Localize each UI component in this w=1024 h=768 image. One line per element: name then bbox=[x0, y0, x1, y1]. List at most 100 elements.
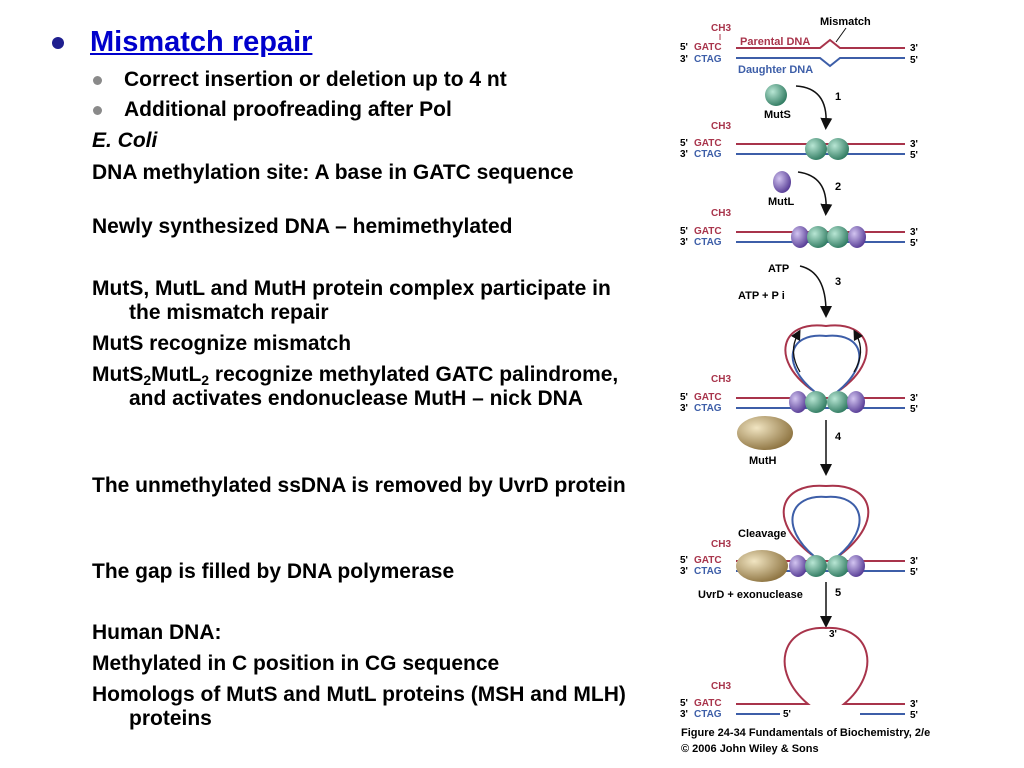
parental-dna-label: Parental DNA bbox=[740, 36, 810, 48]
figure-caption: Figure 24-34 Fundamentals of Biochemistr… bbox=[681, 727, 930, 739]
subscript: 2 bbox=[143, 372, 152, 388]
ctag-label: CTAG bbox=[694, 149, 722, 160]
gatc-label: GATC bbox=[694, 698, 722, 709]
end-5-label: 5' bbox=[910, 404, 918, 415]
ch3-label: CH3 bbox=[711, 681, 731, 692]
slide-title[interactable]: Mismatch repair bbox=[90, 26, 313, 58]
recognize-text: MutS recognize mismatch bbox=[92, 332, 352, 355]
sub-bullet-2: Additional proofreading after Pol bbox=[93, 98, 452, 122]
cg-text: Methylated in C position in CG sequence bbox=[92, 652, 500, 675]
ecoli-label: E. Coli bbox=[92, 129, 158, 152]
end-3-label: 3' bbox=[680, 237, 688, 248]
mutl-protein bbox=[847, 391, 865, 413]
loop-arrow-right bbox=[853, 329, 864, 373]
end-5-label: 5' bbox=[680, 698, 688, 709]
ctag-label: CTAG bbox=[694, 403, 722, 414]
gatc-label: GATC bbox=[694, 138, 722, 149]
end-5-label: 5' bbox=[910, 238, 918, 249]
end-3-label: 3' bbox=[910, 393, 918, 404]
muts-word: MutS bbox=[92, 363, 144, 386]
uvrd-exonuclease-label: UvrD + exonuclease bbox=[698, 589, 803, 601]
mutl-protein bbox=[791, 226, 809, 248]
daughter-strand bbox=[736, 57, 905, 68]
muts-protein bbox=[807, 226, 829, 248]
ctag-label: CTAG bbox=[694, 566, 722, 577]
muth-protein bbox=[736, 550, 788, 582]
ctag-label: CTAG bbox=[694, 709, 722, 720]
methylation-site-text: DNA methylation site: A base in GATC seq… bbox=[92, 161, 574, 184]
cleavage-label: Cleavage bbox=[738, 528, 786, 540]
hemimethylated-text: Newly synthesized DNA – hemimethylated bbox=[92, 215, 513, 238]
mutl-protein bbox=[847, 555, 865, 577]
loop-arrow-left bbox=[790, 329, 801, 373]
end-3-label: 3' bbox=[829, 629, 837, 640]
bullet-icon bbox=[93, 75, 102, 85]
gatc-label: GATC bbox=[694, 226, 722, 237]
muts-protein bbox=[827, 226, 849, 248]
gatc-label: GATC bbox=[694, 555, 722, 566]
muts-protein bbox=[805, 138, 827, 160]
ch3-label: CH3 bbox=[711, 539, 731, 550]
step-arrow-3 bbox=[799, 265, 832, 318]
end-3-label: 3' bbox=[910, 139, 918, 150]
atp-label: ATP bbox=[768, 263, 789, 275]
mutl-protein bbox=[848, 226, 866, 248]
end-3-label: 3' bbox=[680, 149, 688, 160]
end-3-label: 3' bbox=[680, 709, 688, 720]
muts-label: MutS bbox=[764, 109, 791, 121]
end-3-label: 3' bbox=[910, 556, 918, 567]
end-3-label: 3' bbox=[680, 54, 688, 65]
ch3-label: CH3 bbox=[711, 121, 731, 132]
end-5-label: 5' bbox=[910, 710, 918, 721]
atp-pi-label: ATP + P i bbox=[738, 290, 785, 302]
end-5-label: 5' bbox=[680, 555, 688, 566]
mutl-label: MutL bbox=[768, 196, 795, 208]
sub-bullet-1: Correct insertion or deletion up to 4 nt bbox=[93, 68, 507, 92]
end-5-label: 5' bbox=[910, 567, 918, 578]
step-2: 2 bbox=[835, 181, 841, 193]
step-1: 1 bbox=[835, 91, 841, 103]
end-5-label: 5' bbox=[680, 42, 688, 53]
end-5-label: 5' bbox=[910, 150, 918, 161]
mutl-word: MutL bbox=[151, 363, 202, 386]
step-4: 4 bbox=[835, 431, 842, 443]
dna-loop-daughter bbox=[791, 495, 861, 558]
subscript: 2 bbox=[201, 372, 210, 388]
muts-protein bbox=[805, 555, 827, 577]
mismatch-label: Mismatch bbox=[820, 16, 871, 28]
muts-protein bbox=[827, 138, 849, 160]
muts2mutl2-text: MutS2MutL2 recognize methylated GATC pal… bbox=[92, 363, 629, 411]
end-3-label: 3' bbox=[910, 227, 918, 238]
end-5-label: 5' bbox=[680, 226, 688, 237]
human-dna-label: Human DNA: bbox=[92, 621, 222, 644]
muts-protein bbox=[805, 391, 827, 413]
sub-bullet-text: Additional proofreading after Pol bbox=[124, 98, 452, 121]
end-5-label: 5' bbox=[680, 392, 688, 403]
end-5-label: 5' bbox=[910, 55, 918, 66]
gatc-label: GATC bbox=[694, 392, 722, 403]
homologs-text: Homologs of MutS and MutL proteins (MSH … bbox=[92, 683, 626, 730]
end-3-label: 3' bbox=[910, 699, 918, 710]
mutl-protein bbox=[789, 391, 807, 413]
gatc-label: GATC bbox=[694, 42, 722, 53]
dna-loop-parental bbox=[782, 484, 870, 556]
mutl-protein bbox=[789, 555, 807, 577]
ch3-label: CH3 bbox=[711, 23, 731, 34]
end-3-label: 3' bbox=[680, 403, 688, 414]
parental-strand bbox=[736, 626, 905, 705]
uvrd-text: The unmethylated ssDNA is removed by Uvr… bbox=[92, 474, 626, 497]
step-arrow-1 bbox=[795, 85, 833, 130]
figure-copyright: © 2006 John Wiley & Sons bbox=[681, 743, 819, 755]
parental-strand bbox=[736, 38, 905, 49]
ch3-label: CH3 bbox=[711, 208, 731, 219]
muts-protein bbox=[827, 555, 849, 577]
muts-protein bbox=[827, 391, 849, 413]
title-row: Mismatch repair bbox=[52, 26, 312, 59]
step-5: 5 bbox=[835, 587, 841, 599]
step-3: 3 bbox=[835, 276, 841, 288]
muth-protein bbox=[737, 416, 793, 450]
end-5-label: 5' bbox=[680, 138, 688, 149]
end-5-label: 5' bbox=[783, 709, 791, 720]
mutl-protein bbox=[773, 171, 791, 193]
